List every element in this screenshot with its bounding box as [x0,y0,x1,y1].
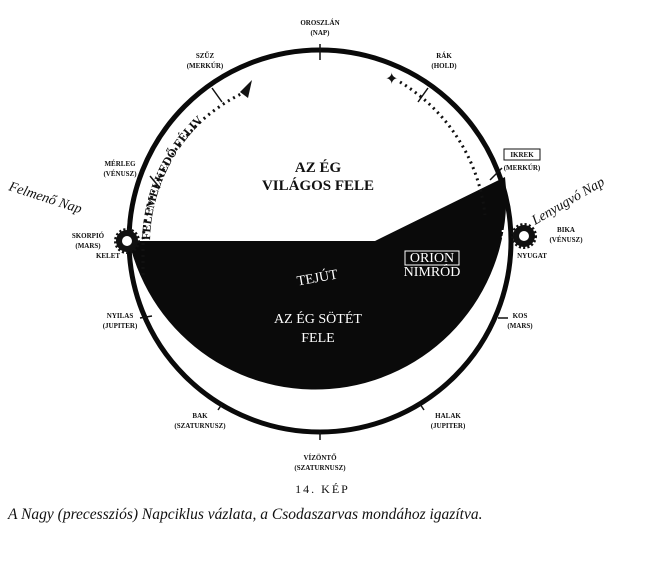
ascending-dotted-path [141,90,246,275]
svg-text:OROSZLÁN: OROSZLÁN [300,19,339,27]
figure-caption: A Nagy (precessziós) Napciklus vázlata, … [8,506,483,523]
light-half-label-2: VILÁGOS FELE [262,177,374,194]
svg-text:RÁK: RÁK [436,52,452,60]
dark-half-label-2: FELE [301,331,334,346]
sign-halak: HALAK (JUPITER) [431,412,466,430]
svg-text:IKREK: IKREK [510,151,534,159]
svg-text:(HOLD): (HOLD) [431,62,457,70]
svg-text:KOS: KOS [513,312,528,320]
orion-box [404,250,460,266]
sign-ticks [139,44,508,440]
deer-figure-bottom-icon: ψ [228,392,237,407]
svg-text:(NAP): (NAP) [310,29,330,37]
sign-rak: RÁK (HOLD) [431,52,457,70]
svg-text:(MERKÚR): (MERKÚR) [187,62,224,70]
sign-skorpio: SKORPIÓ (MARS) [72,232,105,250]
svg-text:(MARS): (MARS) [75,242,101,250]
descending-dotted-path-top [399,80,487,216]
sign-kos: KOS (MARS) [507,312,533,330]
svg-text:(JUPITER): (JUPITER) [431,422,466,430]
sign-bak: BAK (SZATURNUSZ) [174,412,226,430]
svg-text:(VÉNUSZ): (VÉNUSZ) [103,170,137,178]
figure-number: 14. KÉP [295,482,350,496]
svg-text:(SZATURNUSZ): (SZATURNUSZ) [174,422,226,430]
svg-text:(VÉNUSZ): (VÉNUSZ) [549,236,583,244]
nimrod-label: NIMRÓD [404,263,461,280]
sign-ikrek: IKREK (MERKÚR) [503,148,541,172]
deer-figure-top-icon: ✦ [385,71,398,88]
svg-text:(JUPITER): (JUPITER) [103,322,138,330]
ascending-arc-label: FELEMELKEDŐ FÉLIV [139,113,206,240]
rising-sun-icon [114,228,140,254]
ascending-arrowhead [240,80,252,98]
sign-oroszlan: OROSZLÁN (NAP) [300,19,339,37]
svg-text:(SZATURNUSZ): (SZATURNUSZ) [294,464,346,472]
svg-text:(MARS): (MARS) [507,322,533,330]
svg-text:(MERKÚR): (MERKÚR) [504,164,541,172]
svg-text:BIKA: BIKA [557,226,575,234]
dark-half-label-1: AZ ÉG SÖTÉT [274,310,362,327]
sign-vizonto: VÍZÖNTŐ (SZATURNUSZ) [294,454,346,472]
dark-half [129,177,507,390]
svg-text:BAK: BAK [192,412,208,420]
west-label: NYUGAT [517,252,547,260]
svg-text:SKORPIÓ: SKORPIÓ [72,232,105,240]
svg-text:VÍZÖNTŐ: VÍZÖNTŐ [303,454,337,462]
sign-nyilas: NYILAS (JUPITER) [103,312,138,330]
sign-szuz: SZŰZ (MERKÚR) [187,52,224,70]
rising-sun-handwritten: Felmenő Nap [6,179,84,217]
svg-text:MÉRLEG: MÉRLEG [104,160,136,168]
svg-text:SZŰZ: SZŰZ [196,52,215,60]
descending-arrowhead [402,380,412,392]
sign-merleg: MÉRLEG (VÉNUSZ) [103,160,137,178]
svg-text:NYILAS: NYILAS [107,312,134,320]
sign-bika: BIKA (VÉNUSZ) [549,226,583,244]
light-half-label-1: AZ ÉG [295,159,342,176]
east-label: KELET [96,252,120,260]
orion-label: ORION [410,251,454,266]
svg-text:HALAK: HALAK [435,412,461,420]
setting-sun-handwritten: Lenyugvó Nap [529,175,608,229]
setting-sun-icon [511,223,537,249]
